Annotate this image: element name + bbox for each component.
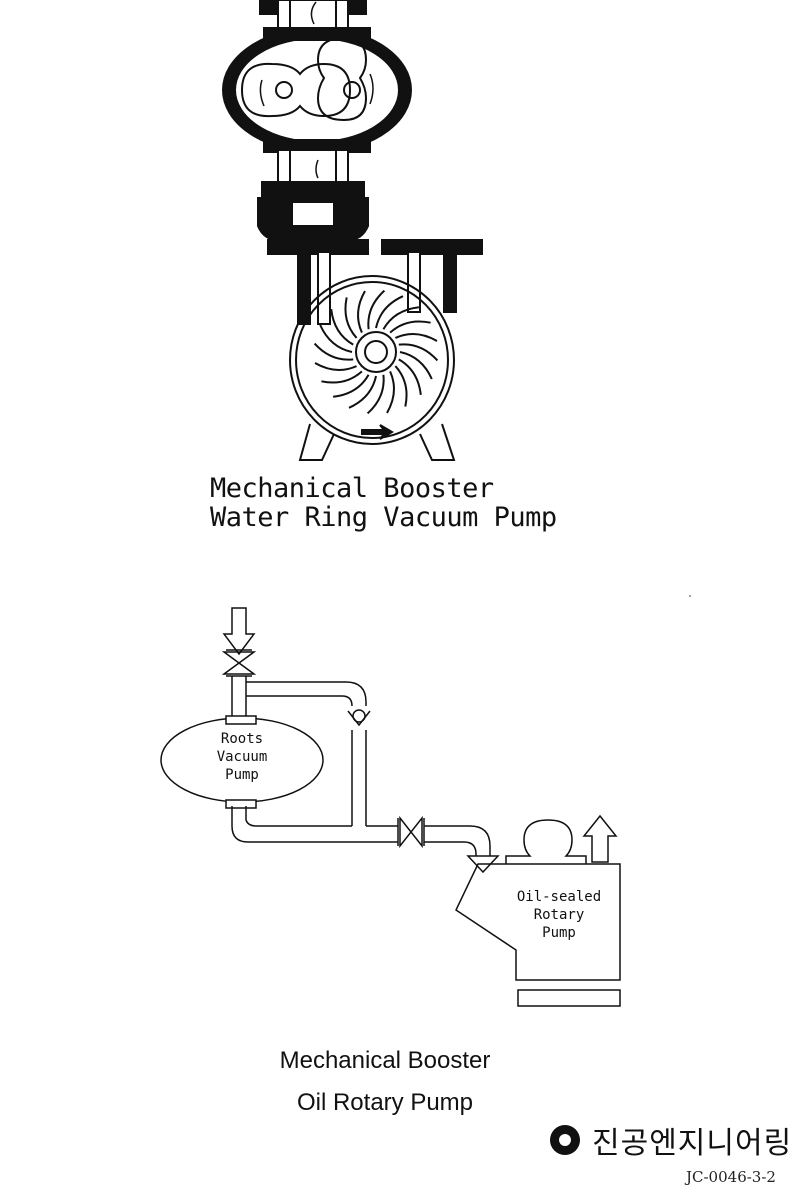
impeller-blade [367, 289, 386, 330]
impeller-blade [389, 320, 431, 334]
impeller-blade [398, 358, 422, 396]
impeller-blade [319, 324, 353, 353]
impeller-blade [399, 351, 433, 380]
roots-line-2: Vacuum [216, 749, 268, 765]
impeller-blade [344, 297, 358, 339]
roots-line-1: Roots [220, 731, 264, 747]
stray-dot [689, 595, 691, 597]
circle-logo-icon [550, 1125, 580, 1155]
roots-line-3: Pump [225, 767, 259, 783]
impeller-blade [375, 295, 404, 329]
impeller-blade [357, 290, 366, 334]
roots-oil-system [160, 607, 621, 1007]
impeller-blade [330, 308, 354, 346]
water-ring-pump [267, 239, 483, 461]
brand-name: 진공엔지니어링 [592, 1126, 793, 1161]
caption-line-2: Oil Rotary Pump [296, 1089, 474, 1116]
impeller-blade [348, 375, 377, 409]
caption-line-1: Mechanical Booster [279, 1047, 491, 1074]
impeller-blade [394, 333, 438, 342]
impeller-blade [313, 342, 354, 361]
impeller-blade [386, 370, 395, 414]
caption-line-2: Water Ring Vacuum Pump [210, 502, 557, 533]
impeller-blade [394, 365, 408, 407]
mechanical-booster-top [222, 0, 412, 241]
impeller-blade [332, 374, 370, 398]
oil-line-2: Rotary [533, 907, 585, 923]
document-code: JC-0046-3-2 [686, 1168, 776, 1186]
impeller-blade [314, 362, 358, 371]
impeller-blade [321, 370, 363, 384]
oil-line-1: Oil-sealed [516, 889, 602, 905]
impeller-blade [398, 343, 439, 362]
brand: 진공엔지니어링 [548, 1120, 793, 1161]
impeller-blade [382, 306, 420, 330]
impeller-blade [366, 374, 385, 415]
caption-line-1: Mechanical Booster [210, 473, 494, 504]
oil-line-3: Pump [542, 925, 576, 941]
